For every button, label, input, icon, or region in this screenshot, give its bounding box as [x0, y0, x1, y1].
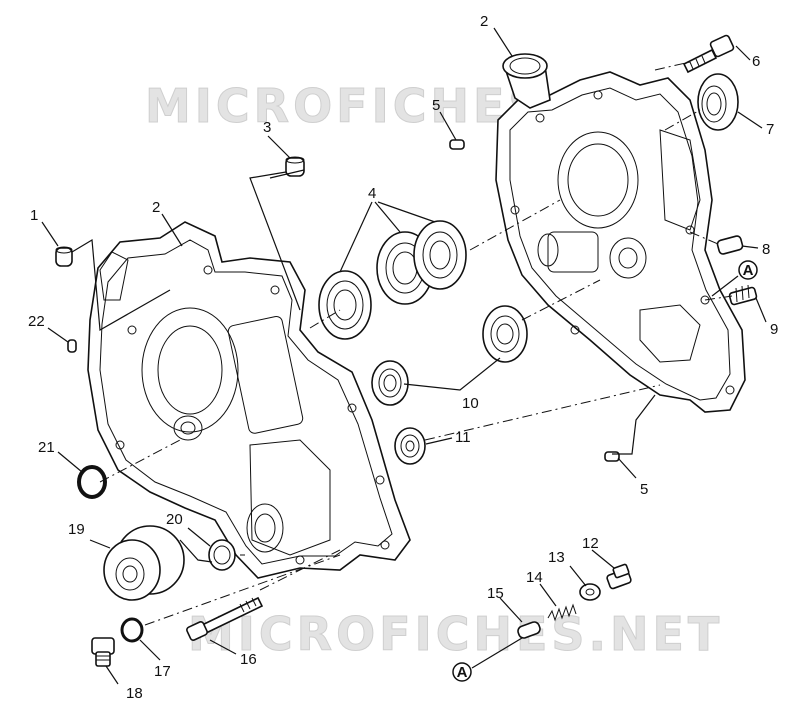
- callout-4: 4: [368, 185, 376, 202]
- part-4-bearing-a[interactable]: [318, 270, 372, 340]
- callout-21: 21: [38, 439, 55, 456]
- part-11-bearing[interactable]: [394, 427, 426, 465]
- part-5-dowel-pin-top[interactable]: [449, 139, 465, 150]
- callout-1: 1: [30, 207, 38, 224]
- leader-lines: [41, 27, 767, 685]
- callout-5-bottom: 5: [640, 481, 648, 498]
- part-21-o-ring[interactable]: [77, 465, 107, 499]
- callout-13: 13: [548, 549, 565, 566]
- callout-22: 22: [28, 313, 45, 330]
- reference-letter: A: [457, 664, 468, 681]
- part-13-washer[interactable]: [579, 583, 601, 601]
- callout-6: 6: [752, 53, 760, 70]
- callout-17: 17: [154, 663, 171, 680]
- reference-letter: A: [743, 262, 754, 279]
- part-14-spring[interactable]: [547, 603, 577, 622]
- part-18-drain-plug[interactable]: [91, 637, 115, 667]
- alignment-lines: [99, 61, 733, 626]
- left-crankcase-half[interactable]: [87, 221, 411, 579]
- callout-2-right: 2: [480, 13, 488, 30]
- part-7-oil-seal[interactable]: [697, 73, 739, 131]
- callout-7: 7: [766, 121, 774, 138]
- callout-19: 19: [68, 521, 85, 538]
- part-15-plunger[interactable]: [517, 621, 542, 640]
- part-8-dowel[interactable]: [716, 235, 744, 255]
- callout-12: 12: [582, 535, 599, 552]
- callout-18: 18: [126, 685, 143, 702]
- part-16-long-bolt[interactable]: [186, 596, 264, 641]
- callout-labels: 1 2 2 3 4 5 5 6 7 8 9 10 11 12 13 14 15 …: [28, 13, 778, 702]
- callout-20: 20: [166, 511, 183, 528]
- part-22-dowel-pin[interactable]: [67, 339, 77, 353]
- part-12-bolt[interactable]: [606, 563, 632, 590]
- part-2-breather-fitting[interactable]: [502, 53, 551, 109]
- callout-8: 8: [762, 241, 770, 258]
- callout-15: 15: [487, 585, 504, 602]
- watermark-bottom: MICROFICHES.NET: [188, 607, 723, 661]
- callout-14: 14: [526, 569, 543, 586]
- part-9-fitting[interactable]: [728, 284, 758, 306]
- callout-2-left: 2: [152, 199, 160, 216]
- part-19-pulley[interactable]: [103, 525, 185, 601]
- part-20-oil-seal[interactable]: [208, 539, 236, 571]
- part-5-dowel-pin-bottom[interactable]: [604, 451, 620, 462]
- right-crankcase-half[interactable]: [495, 71, 746, 413]
- callout-3: 3: [263, 119, 271, 136]
- part-4-bearing-c[interactable]: [413, 220, 467, 290]
- part-1-dowel-sleeve[interactable]: [55, 246, 73, 267]
- part-6-bolt[interactable]: [682, 34, 735, 74]
- callout-10: 10: [462, 395, 479, 412]
- reference-marker-a-right: A: [738, 260, 758, 280]
- reference-marker-a-bottom: A: [452, 662, 472, 682]
- part-10-bearing-b[interactable]: [482, 305, 528, 363]
- callout-9: 9: [770, 321, 778, 338]
- callout-5-top: 5: [432, 97, 440, 114]
- callout-11: 11: [455, 429, 471, 446]
- part-10-bearing-a[interactable]: [371, 360, 409, 406]
- callout-16: 16: [240, 651, 257, 668]
- part-17-washer[interactable]: [120, 617, 144, 643]
